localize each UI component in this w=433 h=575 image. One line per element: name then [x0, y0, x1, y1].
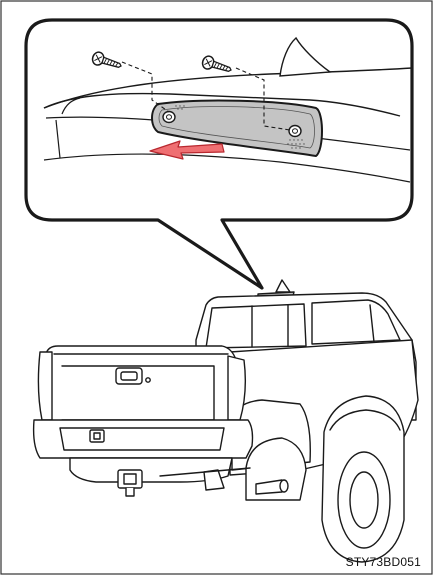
figure-code-label: STY73BD051	[346, 555, 421, 569]
bumper-step	[60, 428, 224, 450]
exhaust-tip	[280, 480, 288, 492]
detail-callout	[26, 20, 412, 288]
license-light	[90, 430, 104, 442]
rear-window	[206, 304, 306, 348]
callout-bubble	[26, 20, 412, 288]
front-wheel	[322, 396, 404, 562]
screw-hole-right	[289, 126, 301, 137]
truck-antenna	[276, 280, 290, 292]
tail-light-right	[228, 356, 245, 420]
screw-hole-left	[163, 112, 175, 123]
tail-light-left	[38, 352, 52, 420]
truck-rear-view	[34, 280, 418, 562]
trailer-hitch	[118, 470, 142, 496]
